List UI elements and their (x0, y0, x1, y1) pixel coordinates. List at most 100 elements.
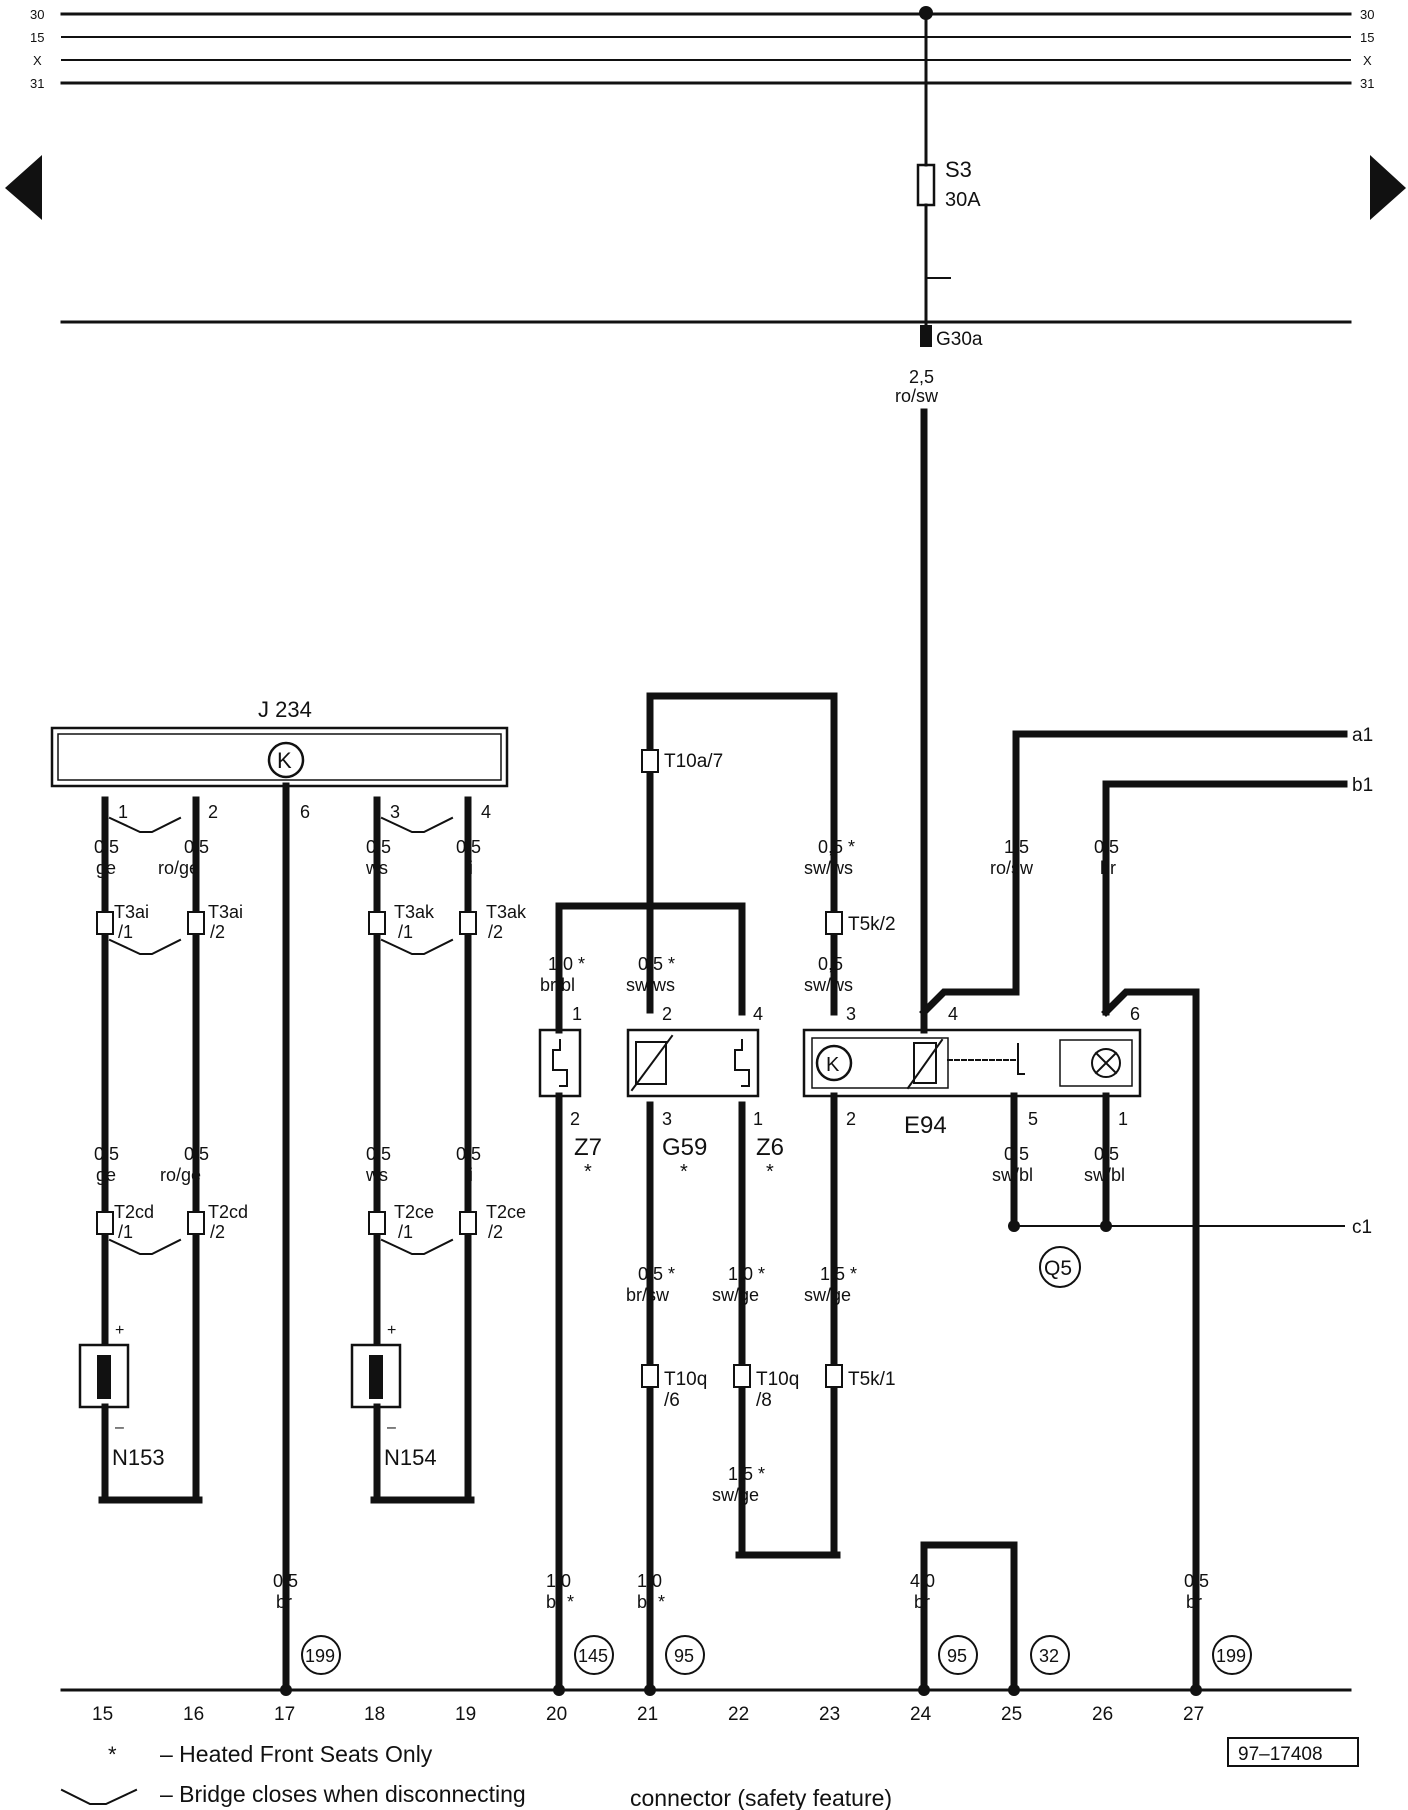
svg-text:T5k/1: T5k/1 (848, 1369, 896, 1390)
svg-text:T3ai: T3ai (208, 902, 243, 922)
svg-text:1: 1 (118, 802, 128, 822)
svg-text:–: – (115, 1419, 124, 1436)
j234-module: J 234 K (50, 697, 509, 788)
seat-heater-harness (555, 692, 843, 1694)
main-feed-size: 2,5 (909, 367, 934, 387)
svg-text:br *: br * (637, 1592, 665, 1612)
svg-text:sw/ge: sw/ge (804, 1285, 851, 1305)
svg-text:/2: /2 (488, 922, 503, 942)
g59-z6-unit (626, 1028, 760, 1098)
e94-label: E94 (904, 1112, 947, 1139)
svg-text:4,0: 4,0 (910, 1571, 935, 1591)
svg-text:/8: /8 (756, 1390, 772, 1411)
svg-text:3: 3 (846, 1004, 856, 1024)
svg-text:20: 20 (546, 1704, 567, 1725)
svg-text:1: 1 (1118, 1109, 1128, 1129)
svg-text:1,0 *: 1,0 * (548, 954, 585, 974)
svg-text:sw/bl: sw/bl (1084, 1165, 1125, 1185)
svg-text:3: 3 (662, 1109, 672, 1129)
svg-text:1: 1 (572, 1004, 582, 1024)
rail-15-right: 15 (1360, 30, 1374, 45)
legend-star: * (108, 1742, 117, 1767)
rail-31-right: 31 (1360, 76, 1374, 91)
n154-label: N154 (384, 1445, 437, 1470)
svg-text:sw/ws: sw/ws (626, 975, 675, 995)
svg-text:1,0: 1,0 (546, 1571, 571, 1591)
svg-text:6: 6 (1130, 1004, 1140, 1024)
ground-bus (60, 1541, 1352, 1696)
next-arrow-icon[interactable] (1370, 155, 1406, 220)
j234-label: J 234 (258, 697, 312, 722)
svg-text:23: 23 (819, 1704, 840, 1725)
svg-text:br: br (1100, 858, 1116, 878)
bridge-symbol-icon (60, 1788, 138, 1805)
svg-text:32: 32 (1039, 1646, 1059, 1666)
svg-text:0,5: 0,5 (818, 954, 843, 974)
svg-text:br: br (914, 1592, 930, 1612)
e94-outputs (919, 730, 1348, 1694)
svg-text:1,5 *: 1,5 * (728, 1464, 765, 1484)
svg-text:br: br (276, 1592, 292, 1612)
fuse-rating: 30A (945, 189, 981, 211)
svg-text:T2ce: T2ce (394, 1202, 434, 1222)
fuse-name: S3 (945, 157, 972, 182)
svg-text:27: 27 (1183, 1704, 1204, 1725)
svg-text:/2: /2 (210, 922, 225, 942)
svg-text:17: 17 (274, 1704, 295, 1725)
j234-wires (78, 782, 477, 1694)
svg-text:0,5: 0,5 (1094, 837, 1119, 857)
svg-text:21: 21 (637, 1704, 658, 1725)
svg-text:1: 1 (753, 1109, 763, 1129)
svg-text:199: 199 (305, 1646, 335, 1666)
svg-text:145: 145 (578, 1646, 608, 1666)
z7-heater (538, 1008, 582, 1109)
svg-text:0,5: 0,5 (273, 1571, 298, 1591)
fuse-s3: S3 30A (916, 6, 981, 327)
svg-text:T2cd: T2cd (208, 1202, 248, 1222)
svg-text:K: K (826, 1054, 840, 1076)
svg-text:/1: /1 (118, 922, 133, 942)
svg-text:T5k/2: T5k/2 (848, 914, 896, 935)
svg-text:*: * (584, 1161, 592, 1183)
svg-text:0,5 *: 0,5 * (638, 1264, 675, 1284)
svg-text:*: * (680, 1161, 688, 1183)
svg-text:4: 4 (948, 1004, 958, 1024)
z6-label: Z6 (756, 1134, 784, 1161)
svg-text:95: 95 (947, 1646, 967, 1666)
svg-text:T10a/7: T10a/7 (664, 751, 723, 772)
svg-text:25: 25 (1001, 1704, 1022, 1725)
svg-text:br/bl: br/bl (540, 975, 575, 995)
svg-text:/2: /2 (210, 1222, 225, 1242)
svg-text:2: 2 (846, 1109, 856, 1129)
output-b1: b1 (1352, 775, 1373, 796)
svg-text:15: 15 (92, 1704, 113, 1725)
svg-text:sw/bl: sw/bl (992, 1165, 1033, 1185)
svg-text:br/sw: br/sw (626, 1285, 670, 1305)
svg-text:ro/sw: ro/sw (990, 858, 1034, 878)
rail-x-right: X (1363, 53, 1372, 68)
legend-star-text: – Heated Front Seats Only (160, 1741, 433, 1767)
rail-30-right: 30 (1360, 7, 1374, 22)
svg-text:T3ak: T3ak (486, 902, 527, 922)
svg-text:6: 6 (300, 802, 310, 822)
svg-text:/2: /2 (488, 1222, 503, 1242)
svg-text:4: 4 (753, 1004, 763, 1024)
column-numbers: 15 16 17 18 19 20 21 22 23 24 25 26 27 (92, 1704, 1204, 1725)
rail-15-left: 15 (30, 30, 44, 45)
previous-arrow-icon[interactable] (5, 155, 42, 220)
svg-text:24: 24 (910, 1704, 932, 1725)
svg-text:/6: /6 (664, 1390, 680, 1411)
g59-label: G59 (662, 1134, 707, 1161)
svg-text:0,5: 0,5 (1094, 1144, 1119, 1164)
svg-text:ro/ge: ro/ge (158, 858, 199, 878)
svg-text:T3ai: T3ai (114, 902, 149, 922)
svg-text:+: + (387, 1322, 396, 1339)
rail-30-left: 30 (30, 7, 44, 22)
svg-text:sw/ws: sw/ws (804, 975, 853, 995)
svg-text:T2ce: T2ce (486, 1202, 526, 1222)
figure-id: 97–17408 (1238, 1744, 1323, 1765)
svg-text:sw/ws: sw/ws (804, 858, 853, 878)
legend-bridge-text-2: connector (safety feature) (630, 1785, 892, 1810)
svg-text:T10q: T10q (664, 1369, 707, 1390)
svg-text:22: 22 (728, 1704, 749, 1725)
